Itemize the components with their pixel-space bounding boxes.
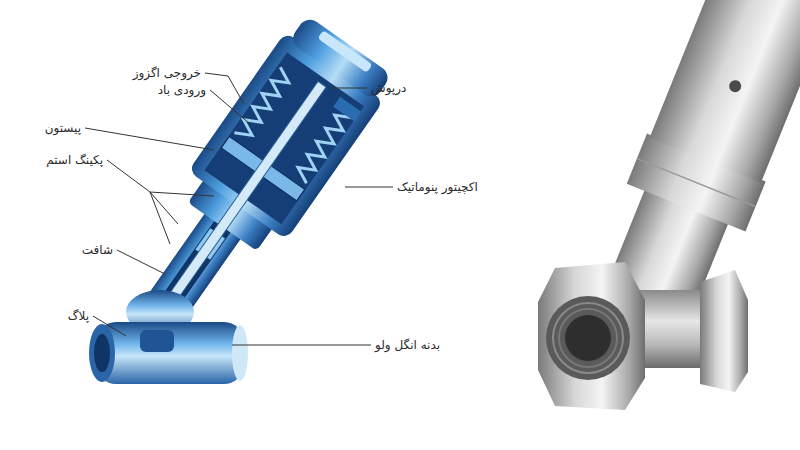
part-label: پکینگ استم xyxy=(46,153,103,168)
actuator-assembly xyxy=(101,11,399,365)
valve-render xyxy=(538,0,800,410)
render-cylinder xyxy=(650,0,800,183)
valve-plug xyxy=(140,330,174,352)
leader-line xyxy=(232,345,371,346)
leader-line xyxy=(85,128,214,150)
part-label: شافت xyxy=(82,243,113,258)
part-label: بدنه انگل ولو xyxy=(375,338,440,353)
leader-line xyxy=(205,73,244,104)
leader-line xyxy=(150,192,178,224)
thread-ring xyxy=(559,309,617,367)
vent-hole xyxy=(727,78,743,94)
render-nut xyxy=(538,262,645,410)
port-bore xyxy=(565,315,611,361)
part-label: پیستون xyxy=(45,121,81,136)
render-nut xyxy=(700,270,748,392)
part-label: خروجی اگزوز xyxy=(133,66,201,81)
leader-line xyxy=(330,88,367,89)
leader-line xyxy=(117,250,165,274)
leader-lines xyxy=(85,73,393,345)
leader-line xyxy=(210,90,250,124)
part-label: اکچیتور پنوماتیک xyxy=(397,180,478,195)
leader-line xyxy=(107,160,214,196)
leader-line xyxy=(150,192,170,244)
leader-line xyxy=(345,187,393,188)
part-label: ورودی باد xyxy=(158,83,206,98)
threaded-port xyxy=(546,296,630,380)
air-port xyxy=(333,97,361,122)
part-label: پلاگ xyxy=(68,309,89,324)
leader-line xyxy=(93,316,126,336)
part-label: درپوش xyxy=(371,81,406,96)
body-port xyxy=(232,325,248,381)
body-port xyxy=(89,324,115,382)
thread-ring xyxy=(553,303,623,373)
cutaway-valve xyxy=(89,11,399,384)
cap-highlight xyxy=(318,30,373,73)
port-bore xyxy=(94,334,110,372)
